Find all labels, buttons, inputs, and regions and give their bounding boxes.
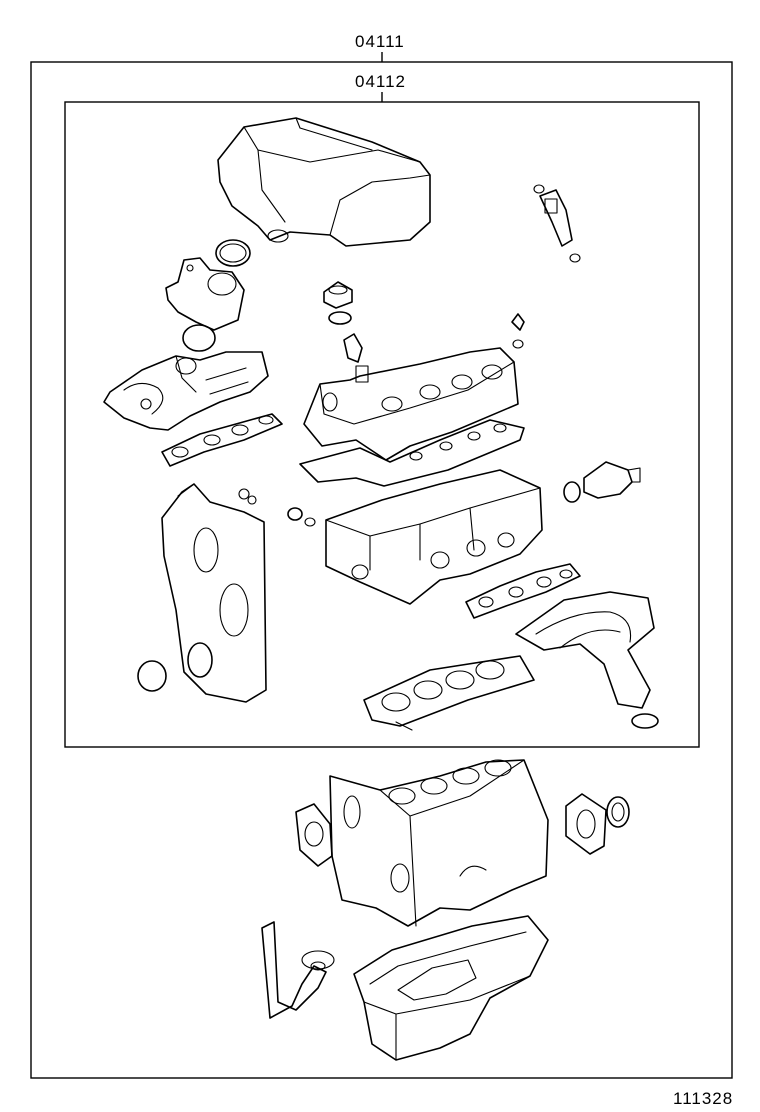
timing-cover-icon [161,483,267,703]
exhaust-manifold-gasket-icon [465,563,581,619]
spark-plug-tube-seal-icon [511,313,525,349]
water-pump-gasket-icon [295,803,333,867]
throttle-body-icon [165,239,251,331]
exhaust-manifold-icon [515,591,659,729]
cylinder-block-icon [329,759,549,927]
intake-manifold-icon [103,351,269,431]
distributor-housing-icon [563,461,641,503]
outer-kit-frame [30,61,733,1079]
intake-manifold-gasket-icon [161,413,283,467]
valve-cover-icon [303,347,519,461]
oil-pan-icon [353,915,549,1061]
crankshaft-seal-icon [137,660,167,692]
outer-kit-part-number: 04111 [355,32,405,51]
o-ring-icon [182,324,216,352]
fuel-injector-icon [533,184,581,263]
illustration-number: 111328 [673,1089,734,1108]
cylinder-head-icon [325,469,543,605]
inner-kit-part-number: 04112 [355,72,407,91]
inner-kit-frame [64,101,700,748]
camshaft-seal-icon [287,507,316,527]
intake-plenum-icon [217,117,431,247]
head-gasket-icon [363,655,535,731]
valve-cover-gasket-icon [299,419,525,487]
rear-oil-seal-retainer-icon [565,793,630,855]
oil-strainer-icon [261,921,335,1019]
oil-filler-cap-icon [323,281,353,325]
